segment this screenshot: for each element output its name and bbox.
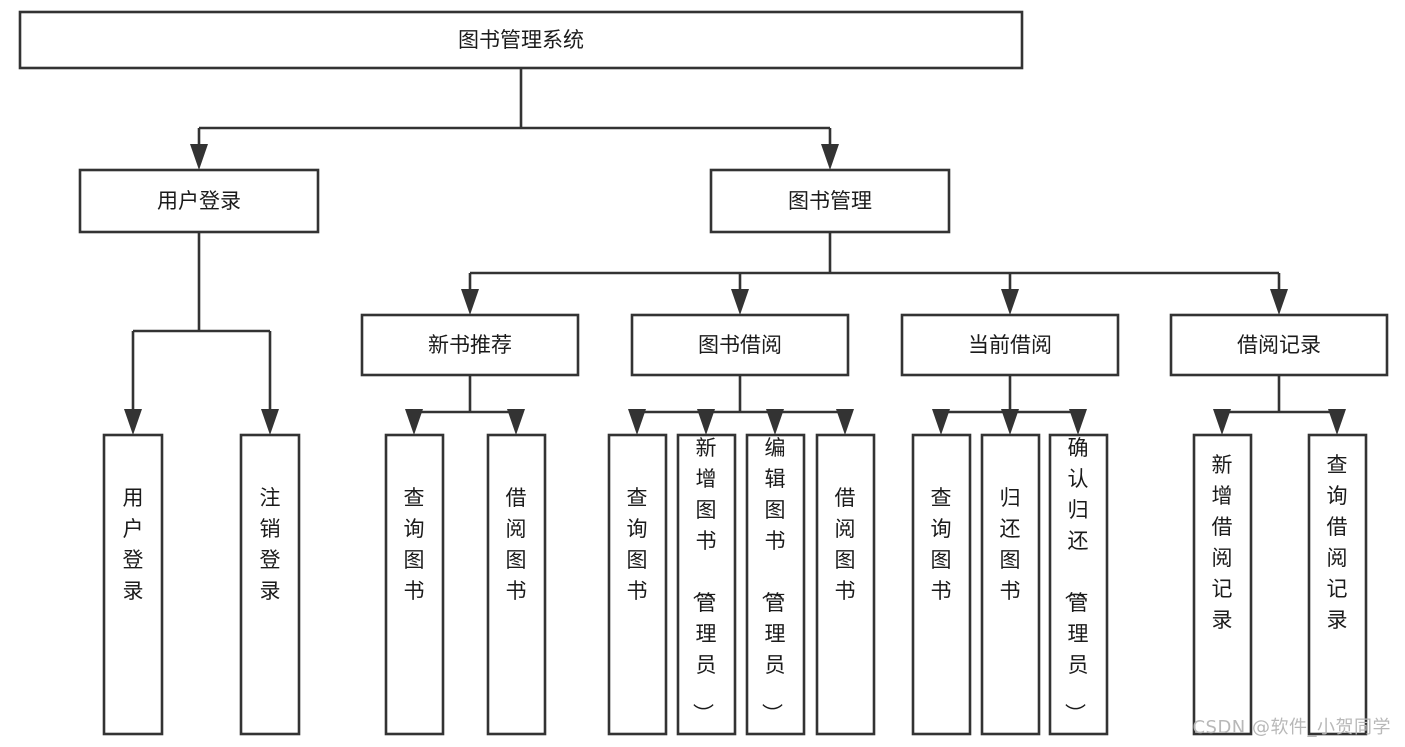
node-leaf-confirm-return-box[interactable] [1048,433,1109,736]
arrow-current-borrow-leaf-1 [932,409,950,435]
arrow-book-manage-to-borrow-record [1270,289,1288,315]
node-leaf-add-book-label: 新增图书（管理员） [691,436,717,724]
node-borrow-record-box[interactable] [1169,313,1389,377]
arrow-new-book-leaf-2 [507,409,525,435]
arrow-current-borrow-leaf-2 [1001,409,1019,435]
node-leaf-edit-book-box[interactable] [745,433,806,736]
node-leaf-logout-box[interactable] [239,433,301,736]
node-user-login[interactable]: 用户登录 [78,168,320,234]
node-new-book-recommend-label: 新书推荐 [428,333,512,357]
node-new-book-recommend[interactable]: 新书推荐 [360,313,580,377]
arrow-user-login-leaf-2 [261,409,279,435]
node-root-box[interactable] [18,10,1024,70]
node-leaf-user-login-label: 用户登录 [123,486,144,603]
node-new-book-recommend-box[interactable] [360,313,580,377]
node-current-borrow-box[interactable] [900,313,1120,377]
node-leaf-query-book-3-label: 查询图书 [931,486,952,603]
node-book-manage-label: 图书管理 [788,189,872,213]
node-book-borrow[interactable]: 图书借阅 [630,313,850,377]
arrow-new-book-leaf-1 [405,409,423,435]
node-leaf-query-book-3[interactable]: 查询图书 [911,433,972,736]
node-leaf-add-record-box[interactable] [1192,433,1253,736]
arrow-book-manage-to-book-borrow [731,289,749,315]
node-root[interactable]: 图书管理系统 [18,10,1024,70]
node-leaf-query-book-3-box[interactable] [911,433,972,736]
node-leaf-borrow-book-2[interactable]: 借阅图书 [815,433,876,736]
node-leaf-query-book-2-label: 查询图书 [627,486,648,603]
arrow-borrow-record-leaf-1 [1213,409,1231,435]
node-leaf-add-record[interactable]: 新增借阅记录 [1192,433,1253,736]
node-leaf-add-book[interactable]: 新增图书（管理员） [676,433,737,736]
node-leaf-borrow-book-2-label: 借阅图书 [835,486,856,603]
node-book-borrow-box[interactable] [630,313,850,377]
node-leaf-confirm-return[interactable]: 确认归还（管理员） [1048,433,1109,736]
arrow-root-to-book-manage [821,144,839,170]
node-leaf-return-book[interactable]: 归还图书 [980,433,1041,736]
node-leaf-query-record-box[interactable] [1307,433,1368,736]
node-leaf-return-book-box[interactable] [980,433,1041,736]
arrow-book-borrow-leaf-1 [628,409,646,435]
node-leaf-user-login-box[interactable] [102,433,164,736]
node-leaf-return-book-label: 归还图书 [1000,486,1021,603]
node-leaf-confirm-return-label: 确认归还（管理员） [1063,436,1089,724]
node-leaf-borrow-book-2-box[interactable] [815,433,876,736]
node-leaf-query-book-1[interactable]: 查询图书 [384,433,445,736]
watermark-text: CSDN @软件_小贺同学 [1192,717,1391,738]
node-leaf-borrow-book-1[interactable]: 借阅图书 [486,433,547,736]
node-root-label: 图书管理系统 [458,28,584,52]
node-user-login-label: 用户登录 [157,189,241,213]
node-user-login-box[interactable] [78,168,320,234]
node-leaf-user-login[interactable]: 用户登录 [102,433,164,736]
node-leaf-borrow-book-1-label: 借阅图书 [506,486,527,603]
arrow-book-borrow-leaf-4 [836,409,854,435]
arrow-root-to-user-login [190,144,208,170]
node-leaf-edit-book[interactable]: 编辑图书（管理员） [745,433,806,736]
node-leaf-query-book-2[interactable]: 查询图书 [607,433,668,736]
node-leaf-query-book-2-box[interactable] [607,433,668,736]
node-current-borrow[interactable]: 当前借阅 [900,313,1120,377]
arrow-book-manage-to-current-borrow [1001,289,1019,315]
node-leaf-query-record-label: 查询借阅记录 [1327,453,1348,632]
arrow-book-borrow-leaf-2 [697,409,715,435]
node-borrow-record-label: 借阅记录 [1237,333,1321,357]
node-book-manage-box[interactable] [709,168,951,234]
node-leaf-edit-book-label: 编辑图书（管理员） [760,436,786,724]
arrow-book-borrow-leaf-3 [766,409,784,435]
arrow-borrow-record-leaf-2 [1328,409,1346,435]
node-leaf-query-book-1-label: 查询图书 [404,486,425,603]
node-current-borrow-label: 当前借阅 [968,333,1052,357]
node-leaf-query-book-1-box[interactable] [384,433,445,736]
node-leaf-add-record-label: 新增借阅记录 [1212,453,1233,632]
node-leaf-borrow-book-1-box[interactable] [486,433,547,736]
arrow-current-borrow-leaf-3 [1069,409,1087,435]
node-leaf-query-record[interactable]: 查询借阅记录 [1307,433,1368,736]
arrow-user-login-leaf-1 [124,409,142,435]
node-leaf-logout-label: 注销登录 [260,486,281,603]
node-leaf-add-book-box[interactable] [676,433,737,736]
node-book-manage[interactable]: 图书管理 [709,168,951,234]
node-book-borrow-label: 图书借阅 [698,333,782,357]
node-leaf-logout[interactable]: 注销登录 [239,433,301,736]
connectors-layer [124,68,1346,435]
arrow-book-manage-to-new-book [461,289,479,315]
node-borrow-record[interactable]: 借阅记录 [1169,313,1389,377]
